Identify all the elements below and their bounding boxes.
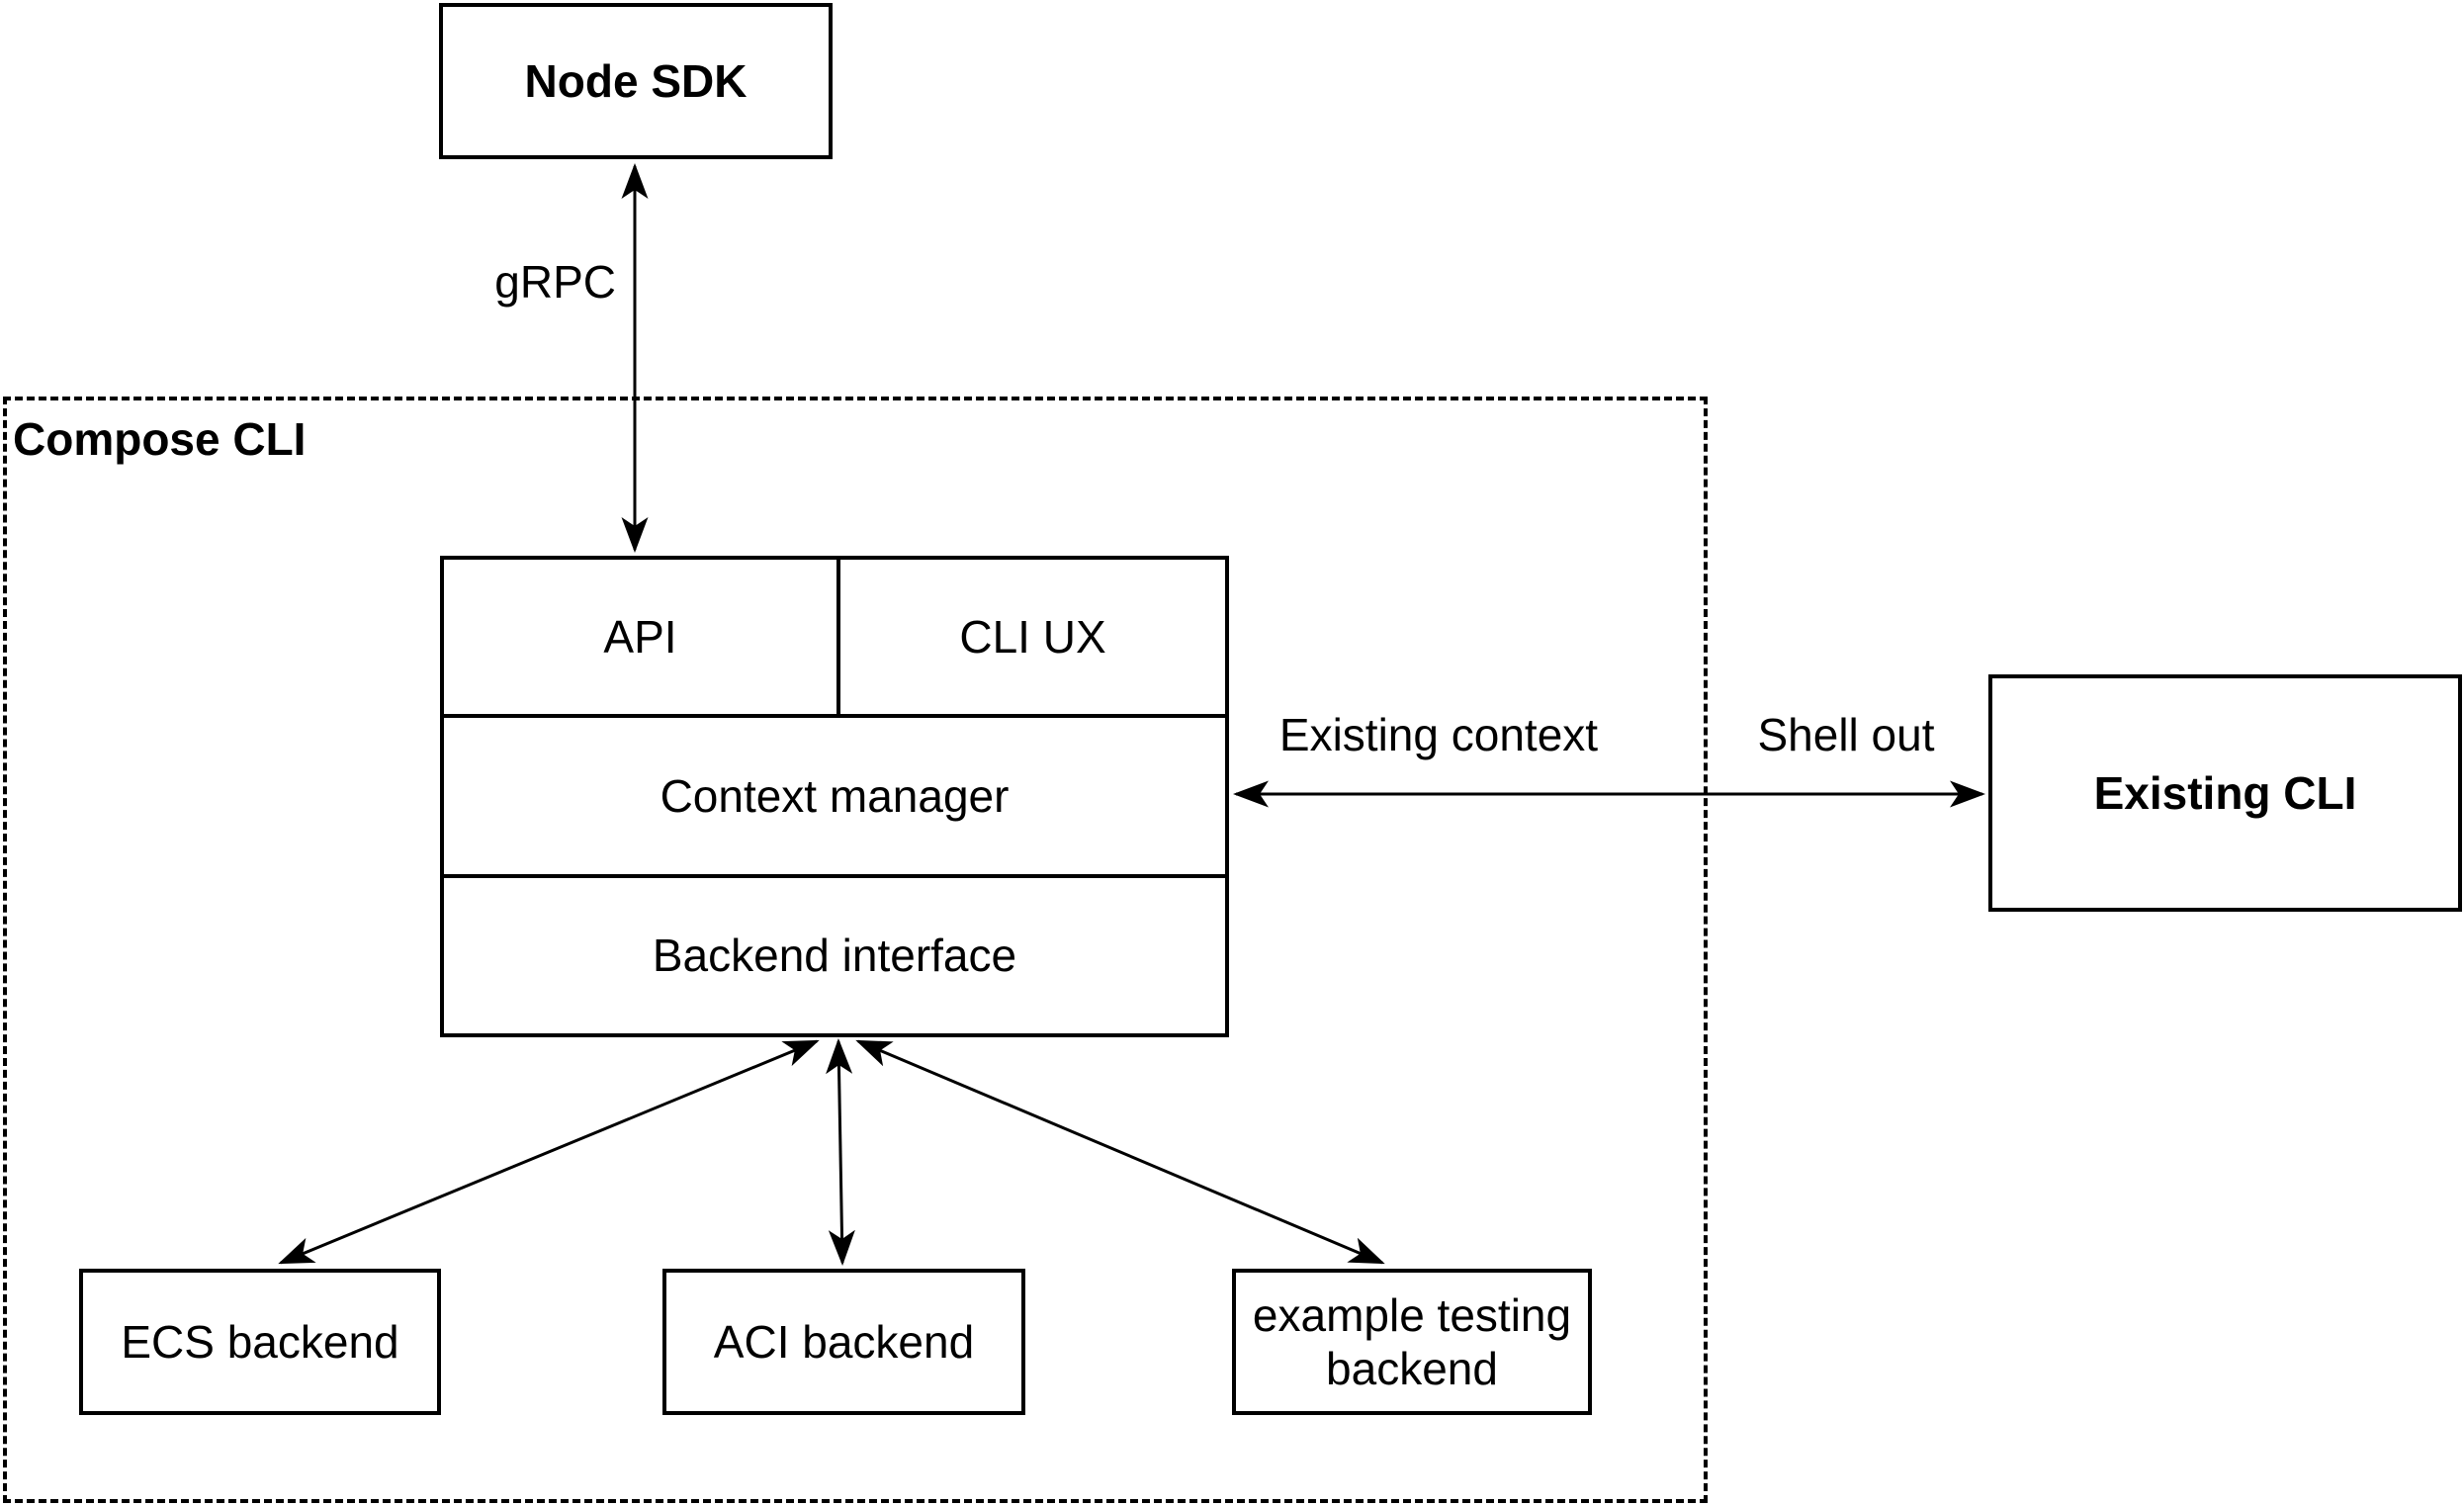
existing-context-edge-label: Existing context — [1278, 709, 1599, 760]
ecs-backend-box: ECS backend — [79, 1269, 441, 1415]
api-cell: API — [444, 560, 836, 714]
existing-cli-label: Existing CLI — [2093, 766, 2357, 819]
aci-backend-box: ACI backend — [662, 1269, 1025, 1415]
node-sdk-box: Node SDK — [439, 3, 833, 159]
api-label: API — [603, 611, 677, 663]
cli-ux-label: CLI UX — [959, 611, 1106, 663]
compose-cli-group-label: Compose CLI — [13, 413, 307, 465]
context-manager-label: Context manager — [660, 769, 1010, 822]
example-testing-backend-box: example testing backend — [1232, 1269, 1592, 1415]
existing-cli-box: Existing CLI — [1988, 674, 2462, 912]
node-sdk-label: Node SDK — [524, 54, 748, 107]
aci-backend-label: ACI backend — [713, 1315, 975, 1368]
ecs-backend-label: ECS backend — [121, 1315, 399, 1368]
context-manager-cell: Context manager — [444, 714, 1225, 874]
backend-interface-label: Backend interface — [652, 930, 1017, 982]
backend-interface-cell: Backend interface — [444, 873, 1225, 1034]
example-testing-backend-label: example testing backend — [1252, 1288, 1572, 1394]
compose-cli-group: Compose CLI — [3, 397, 1708, 1503]
compose-cli-stack: API CLI UX Context manager Backend inter… — [440, 556, 1229, 1037]
shell-out-edge-label: Shell out — [1757, 709, 1935, 760]
cli-ux-cell: CLI UX — [836, 560, 1225, 714]
stack-top-row: API CLI UX — [444, 560, 1225, 714]
grpc-edge-label: gRPC — [494, 256, 616, 308]
